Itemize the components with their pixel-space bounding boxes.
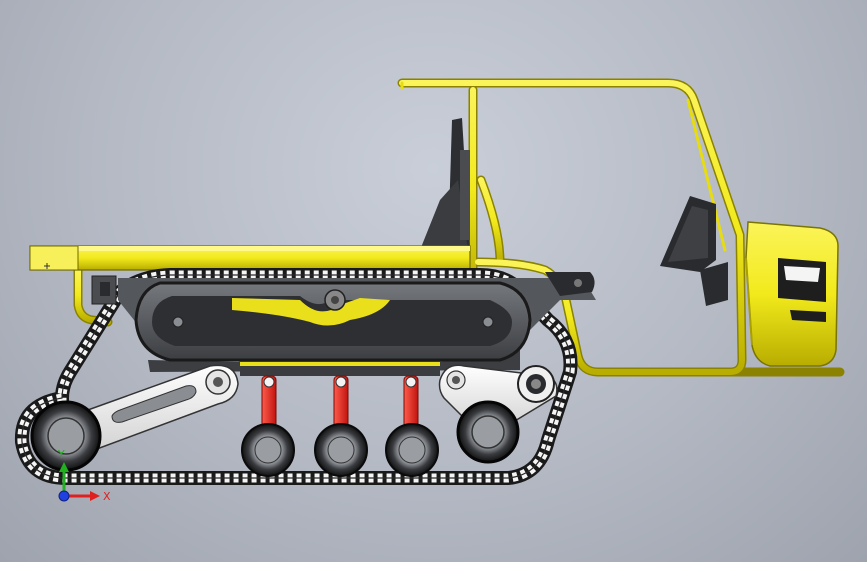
front-idler-wheel — [456, 400, 520, 464]
cargo-bed — [29, 245, 471, 271]
tensioner-wheel — [517, 365, 555, 403]
shock-absorbers — [261, 375, 419, 437]
lower-carrier — [240, 362, 440, 376]
axis-x-label: X — [103, 490, 111, 503]
road-wheel-3 — [385, 423, 439, 477]
main-swing-arm — [134, 281, 532, 362]
rear-idler-wheel — [30, 400, 102, 472]
axis-y-label: Y — [57, 448, 65, 461]
road-wheel-2 — [314, 423, 368, 477]
shock-1 — [261, 375, 277, 437]
shock-3 — [403, 375, 419, 437]
front-hood — [745, 221, 839, 367]
road-wheel-1 — [241, 423, 295, 477]
road-wheels — [241, 423, 439, 477]
xyz-axis-triad-icon: X Y — [57, 448, 111, 503]
front-bracket — [545, 272, 595, 296]
seat-frame — [420, 118, 470, 250]
dashboard — [660, 196, 728, 306]
